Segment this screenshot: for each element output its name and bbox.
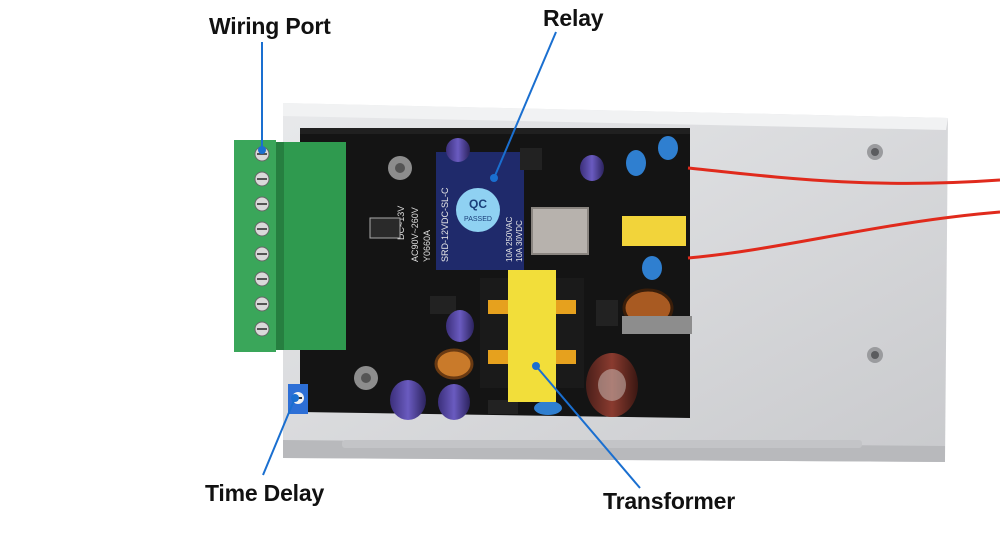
pcb-board — [300, 128, 690, 418]
capacitors — [390, 138, 638, 420]
callout-lines — [261, 31, 641, 489]
transformer-label: Transformer — [603, 488, 736, 514]
relay-label: Relay — [543, 5, 604, 31]
relay-qc-text: QC — [469, 197, 487, 211]
relay-component: QC PASSED SRD-12VDC-SL-C 10A 250VAC 10A … — [436, 152, 524, 270]
transformer-component — [480, 270, 584, 402]
time-delay-label: Time Delay — [205, 480, 325, 506]
output-rating-text: DC~13V — [396, 206, 406, 240]
wiring-port-label: Wiring Port — [209, 13, 331, 39]
relay-rating-2-text: 10A 30VDC — [515, 220, 524, 262]
relay-rating-1-text: 10A 250VAC — [505, 217, 514, 262]
heatsink — [531, 207, 589, 255]
small-components — [354, 148, 618, 414]
transformer-line — [535, 365, 641, 489]
terminal-block — [234, 140, 346, 352]
board-silkscreen: AC90V~260V DC~13V Y0660A — [396, 206, 432, 262]
relay-passed-text: PASSED — [464, 216, 492, 223]
blue-caps — [534, 136, 678, 415]
time-delay-line — [262, 397, 296, 476]
x-capacitor — [622, 216, 686, 246]
input-rating-text: AC90V~260V — [410, 207, 420, 262]
red-wires — [687, 166, 1000, 260]
callout-dots — [258, 146, 540, 402]
inductors — [434, 288, 692, 380]
model-code-text: Y0660A — [422, 230, 432, 262]
relay-line — [493, 31, 557, 179]
relay-model-text: SRD-12VDC-SL-C — [440, 187, 450, 262]
